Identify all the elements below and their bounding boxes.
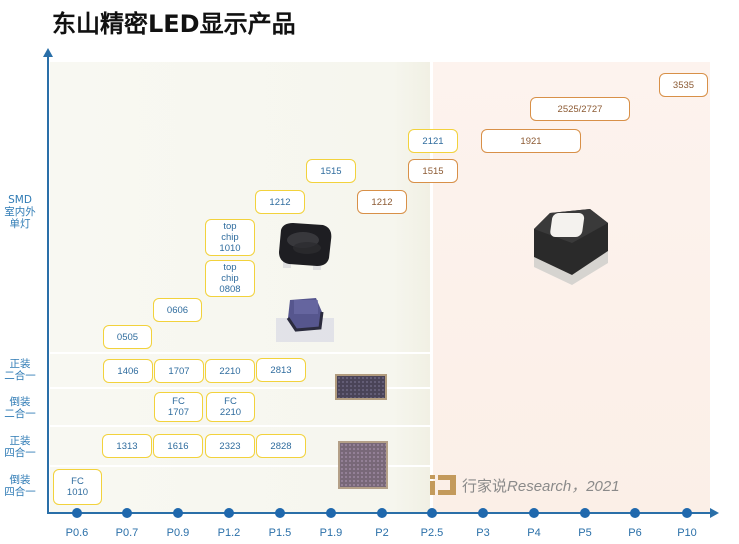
- watermark-brand-cn: 行家说: [462, 476, 508, 495]
- product-box-2210: 2210: [205, 359, 255, 383]
- tick-dot: [478, 508, 488, 518]
- product-box-1313: 1313: [102, 434, 152, 458]
- row-divider: [50, 465, 432, 467]
- product-box-2813: 2813: [256, 358, 306, 382]
- product-box-0606: 0606: [153, 298, 202, 322]
- product-box-2828: 2828: [256, 434, 306, 458]
- product-box-fc-1707: FC 1707: [154, 392, 203, 422]
- tick-dot: [326, 508, 336, 518]
- large-black-smd-chip-image: [534, 209, 608, 285]
- product-box-fc-2210: FC 2210: [206, 392, 255, 422]
- product-box-1921: 1921: [481, 129, 581, 153]
- watermark: 行家说 Research，2021: [430, 473, 620, 497]
- product-box-fc-1010: FC 1010: [53, 469, 102, 505]
- row-label-front-4in1: 正装 四合一: [4, 435, 36, 459]
- tick-dot: [377, 508, 387, 518]
- 4in1-module-image: [338, 441, 388, 489]
- tick-dot: [630, 508, 640, 518]
- tick-label: P5: [578, 527, 592, 539]
- tick-dot: [275, 508, 285, 518]
- tick-dot: [580, 508, 590, 518]
- product-box-1212-outdoor: 1212: [357, 190, 407, 214]
- row-divider: [50, 352, 432, 354]
- product-box-1707: 1707: [154, 359, 204, 383]
- row-divider: [50, 387, 432, 389]
- product-box-2323: 2323: [205, 434, 255, 458]
- row-label-flip-2in1: 倒装 二合一: [4, 396, 36, 420]
- product-box-2121: 2121: [408, 129, 458, 153]
- 2in1-module-image: [335, 374, 387, 400]
- product-box-1616: 1616: [153, 434, 203, 458]
- watermark-brand-en: Research，2021: [507, 477, 620, 495]
- y-axis-arrow-icon: [43, 48, 53, 57]
- product-box-0505: 0505: [103, 325, 152, 349]
- row-label-flip-4in1: 倒装 四合一: [4, 474, 36, 498]
- brand-logo-icon: [430, 475, 456, 495]
- tick-dot: [427, 508, 437, 518]
- tick-dot: [529, 508, 539, 518]
- tick-label: P2: [375, 527, 389, 539]
- tick-label: P0.9: [166, 527, 190, 539]
- x-axis-arrow-icon: [710, 508, 719, 518]
- tick-label: P1.2: [217, 527, 241, 539]
- tick-label: P3: [476, 527, 490, 539]
- tick-label: P0.6: [65, 527, 89, 539]
- tick-label: P0.7: [115, 527, 139, 539]
- product-box-1406: 1406: [103, 359, 153, 383]
- tick-label: P4: [527, 527, 541, 539]
- tick-label: P10: [677, 527, 697, 539]
- tick-label: P2.5: [420, 527, 444, 539]
- tick-dot: [682, 508, 692, 518]
- tick-dot: [173, 508, 183, 518]
- product-box-1515-outdoor: 1515: [408, 159, 458, 183]
- product-box-2525-2727: 2525/2727: [530, 97, 630, 121]
- blue-mini-chip-image: [276, 298, 334, 342]
- product-box-top-chip-0808: top chip 0808: [205, 260, 255, 297]
- tick-dot: [122, 508, 132, 518]
- page-title: 东山精密LED显示产品: [52, 10, 296, 38]
- tick-dot: [72, 508, 82, 518]
- black-smd-chip-image: [279, 223, 332, 270]
- product-box-3535: 3535: [659, 73, 708, 97]
- product-box-1212: 1212: [255, 190, 305, 214]
- row-divider: [50, 425, 432, 427]
- row-label-front-2in1: 正装 二合一: [4, 358, 36, 382]
- y-axis: [47, 56, 49, 514]
- product-box-top-chip-1010: top chip 1010: [205, 219, 255, 256]
- product-box-1515: 1515: [306, 159, 356, 183]
- tick-label: P1.5: [268, 527, 292, 539]
- row-label-smd: SMD 室内外 单灯: [4, 194, 36, 230]
- tick-label: P1.9: [319, 527, 343, 539]
- tick-dot: [224, 508, 234, 518]
- tick-label: P6: [628, 527, 642, 539]
